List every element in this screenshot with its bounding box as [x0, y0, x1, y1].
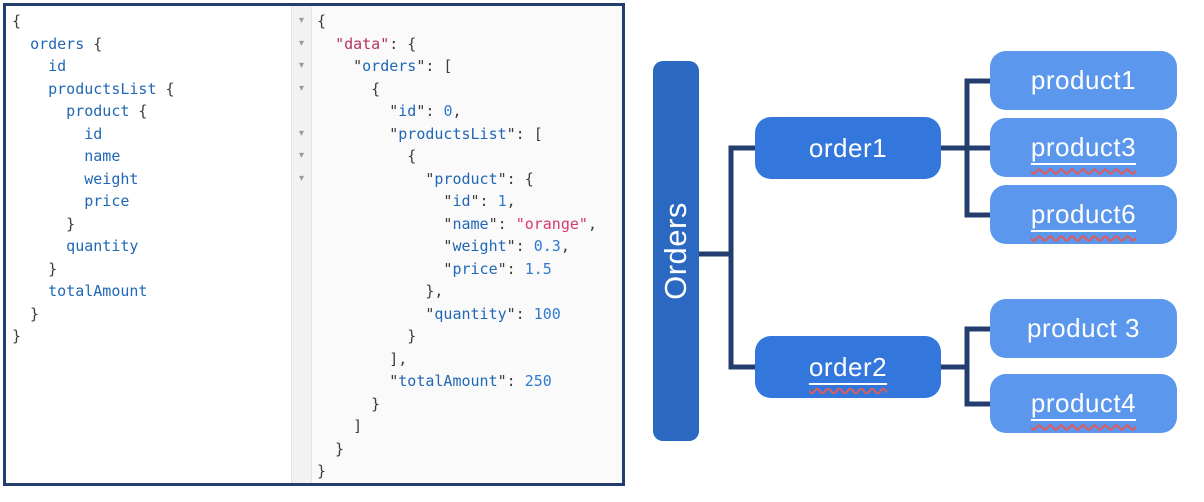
- orders-root-label: Orders: [658, 202, 693, 300]
- code-line: id: [12, 57, 67, 75]
- code-line: product {: [12, 102, 148, 120]
- fold-toggle-icon[interactable]: ▾: [298, 150, 305, 161]
- orders-tree-diagram: Orders order1 order2 product1 product3 p…: [640, 0, 1204, 502]
- code-line: weight: [12, 169, 139, 188]
- order1-label-wrap: order1: [809, 133, 887, 164]
- code-line: totalAmount: [12, 282, 148, 300]
- code-line: }: [12, 259, 58, 278]
- order1-product6-node: product6: [990, 185, 1177, 244]
- code-line: "totalAmount": 250: [317, 372, 552, 390]
- product6-label: product6: [1030, 199, 1137, 229]
- code-line: ],: [317, 349, 408, 368]
- code-line: "id": 1,: [317, 192, 516, 210]
- code-line: quantity: [12, 237, 139, 255]
- orders-root-node: Orders: [653, 61, 699, 441]
- code-line: name: [12, 147, 121, 165]
- code-line: }: [317, 462, 327, 480]
- code-line: "name": "orange",: [317, 214, 597, 233]
- fold-toggle-icon[interactable]: ▾: [298, 37, 305, 49]
- fold-toggle-icon[interactable]: ▾: [298, 172, 305, 184]
- product-3-label: product 3: [1027, 313, 1140, 343]
- fold-gutter: ▾ ▾ ▾ ▾ ▾ ▾ ▾: [291, 6, 312, 483]
- product1-label-wrap: product1: [1031, 65, 1136, 96]
- connector-lines: [699, 78, 991, 407]
- code-line: price: [12, 192, 130, 210]
- order2-node: order2: [755, 336, 941, 398]
- code-line: }: [12, 327, 22, 345]
- code-line: {: [317, 79, 381, 98]
- product1-label: product1: [1030, 65, 1137, 95]
- code-line: {: [317, 147, 417, 165]
- order1-node: order1: [755, 117, 941, 179]
- code-line: }: [317, 327, 417, 345]
- product4-label: product4: [1030, 388, 1137, 418]
- fold-toggle-icon[interactable]: ▾: [298, 15, 305, 26]
- fold-toggle-icon[interactable]: ▾: [298, 60, 305, 71]
- product3-label-wrap: product3: [1031, 132, 1136, 163]
- code-line: }: [317, 394, 381, 413]
- order2-label: order2: [808, 351, 888, 382]
- code-line: }: [12, 214, 76, 233]
- code-line: "quantity": 100: [317, 304, 561, 323]
- product4-label-wrap: product4: [1031, 388, 1136, 419]
- product6-label-wrap: product6: [1031, 199, 1136, 230]
- fold-toggle-icon[interactable]: ▾: [298, 82, 305, 94]
- order2-product3-node: product 3: [990, 299, 1177, 358]
- fold-toggle-icon[interactable]: ▾: [298, 127, 305, 139]
- code-line: "id": 0,: [317, 102, 462, 120]
- code-line: }: [317, 439, 345, 458]
- order1-product1-node: product1: [990, 51, 1177, 110]
- code-line: "product": {: [317, 169, 534, 188]
- code-line: "weight": 0.3,: [317, 237, 570, 255]
- code-line: },: [317, 282, 444, 300]
- code-line: {: [12, 12, 22, 30]
- json-response-pane: { "data": { "orders": [ { "id": 0, "prod…: [312, 6, 622, 483]
- order1-label: order1: [808, 132, 888, 163]
- code-line: {: [317, 12, 327, 30]
- code-line: "data": {: [335, 34, 417, 53]
- order2-label-wrap: order2: [809, 352, 887, 383]
- order2-product4-node: product4: [990, 374, 1177, 433]
- product-3-label-wrap: product 3: [1027, 313, 1140, 344]
- code-line: "productsList": [: [317, 124, 543, 143]
- graphql-query-pane[interactable]: { orders { id productsList { product { i…: [6, 6, 291, 483]
- code-line: ]: [317, 417, 363, 435]
- order1-product3-node: product3: [990, 118, 1177, 177]
- product3-label: product3: [1030, 132, 1137, 162]
- code-line: }: [12, 304, 40, 323]
- orders-root-label-wrap: Orders: [658, 202, 694, 300]
- code-line: "price": 1.5: [317, 259, 552, 278]
- code-line: productsList {: [12, 79, 175, 98]
- code-line: "orders": [: [317, 57, 453, 75]
- code-editor-panel: { orders { id productsList { product { i…: [3, 3, 625, 486]
- code-line: id: [12, 124, 103, 143]
- code-line: orders {: [30, 34, 103, 53]
